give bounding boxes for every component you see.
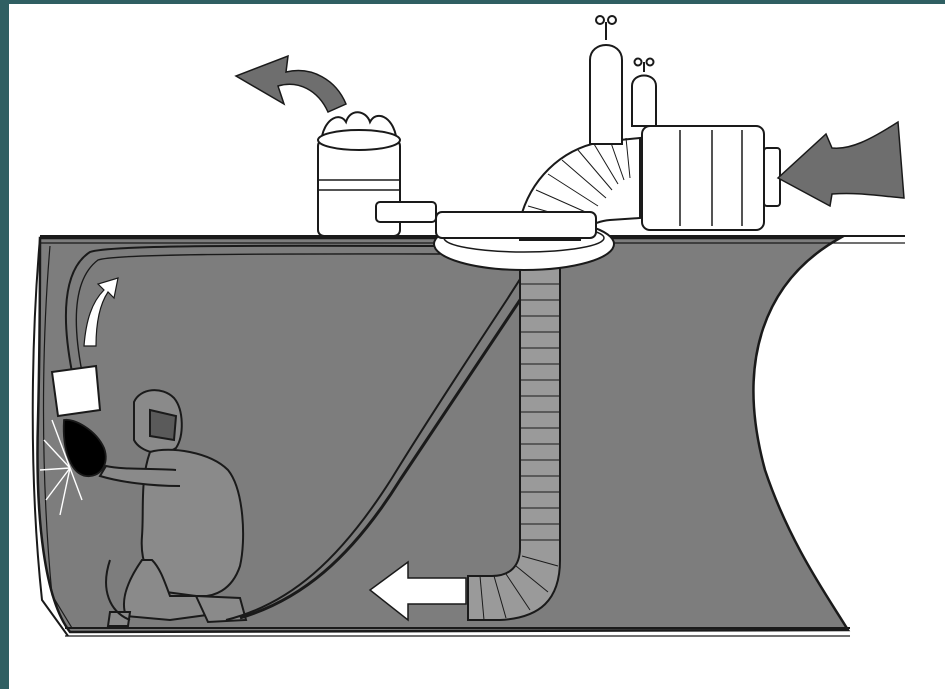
fresh-air-intake-arrow [778, 122, 904, 206]
exhaust-outflow-arrow [236, 56, 346, 112]
blower-unit [642, 126, 780, 230]
gas-cylinders [590, 16, 656, 144]
exhaust-canister [318, 112, 436, 236]
duct-connector [436, 212, 596, 238]
extraction-hood [52, 366, 100, 416]
